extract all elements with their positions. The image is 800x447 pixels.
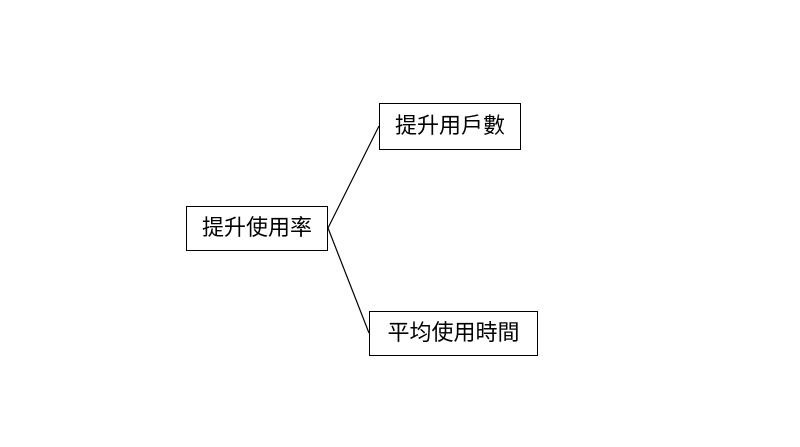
connector-root-to-bottom bbox=[327, 227, 370, 334]
node-root: 提升使用率 bbox=[186, 206, 328, 251]
node-child-bottom: 平均使用時間 bbox=[369, 311, 538, 356]
node-child-top-label: 提升用戶數 bbox=[394, 113, 505, 139]
node-child-bottom-label: 平均使用時間 bbox=[387, 320, 520, 346]
node-root-label: 提升使用率 bbox=[201, 215, 312, 241]
connector-root-to-top bbox=[327, 125, 380, 229]
node-child-top: 提升用戶數 bbox=[379, 103, 521, 150]
